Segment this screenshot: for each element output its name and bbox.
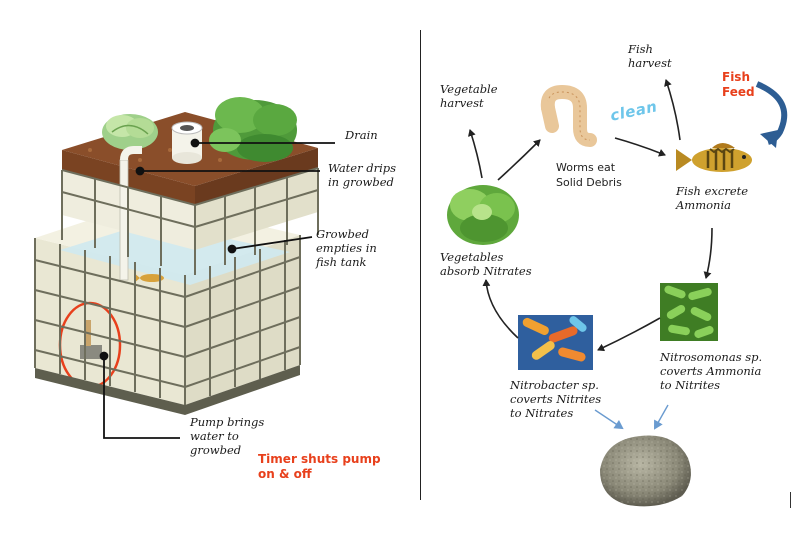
label-nitrosomonas: Nitrosomonas sp. coverts Ammonia to Nitr… xyxy=(660,350,763,392)
rock-arrows xyxy=(594,404,669,430)
label-vegetables-absorb: Vegetables absorb Nitrates xyxy=(440,250,532,278)
edge-tick xyxy=(790,492,791,508)
cycle-arrows xyxy=(468,79,713,352)
label-fish-feed: Fish Feed xyxy=(722,70,755,99)
worm-icon xyxy=(540,84,597,147)
left-pointers xyxy=(99,138,335,439)
rock-icon xyxy=(600,435,691,507)
growbed-greens-icon xyxy=(209,97,297,162)
label-vegetable-harvest: Vegetable harvest xyxy=(440,82,498,110)
panel-divider xyxy=(420,30,421,500)
growbed-lettuce-icon xyxy=(102,114,158,150)
ibc-tank xyxy=(34,97,319,415)
label-drain: Drain xyxy=(345,128,378,142)
bacteria-nitrobacter-icon xyxy=(518,315,593,370)
label-worms: Worms eat Solid Debris xyxy=(556,161,622,189)
bacteria-nitrosomonas-icon xyxy=(660,283,718,341)
label-fish-harvest: Fish harvest xyxy=(628,42,672,70)
label-growbed-empties: Growbed empties in fish tank xyxy=(316,227,377,269)
label-timer: Timer shuts pump on & off xyxy=(258,452,381,481)
fish-icon xyxy=(676,143,752,172)
label-fish-excrete: Fish excrete Ammonia xyxy=(676,184,749,212)
label-nitrobacter: Nitrobacter sp. coverts Nitrites to Nitr… xyxy=(510,378,602,420)
label-pump: Pump brings water to growbed xyxy=(190,415,265,457)
label-water-drips: Water drips in growbed xyxy=(328,161,397,189)
lettuce-icon xyxy=(447,185,519,245)
